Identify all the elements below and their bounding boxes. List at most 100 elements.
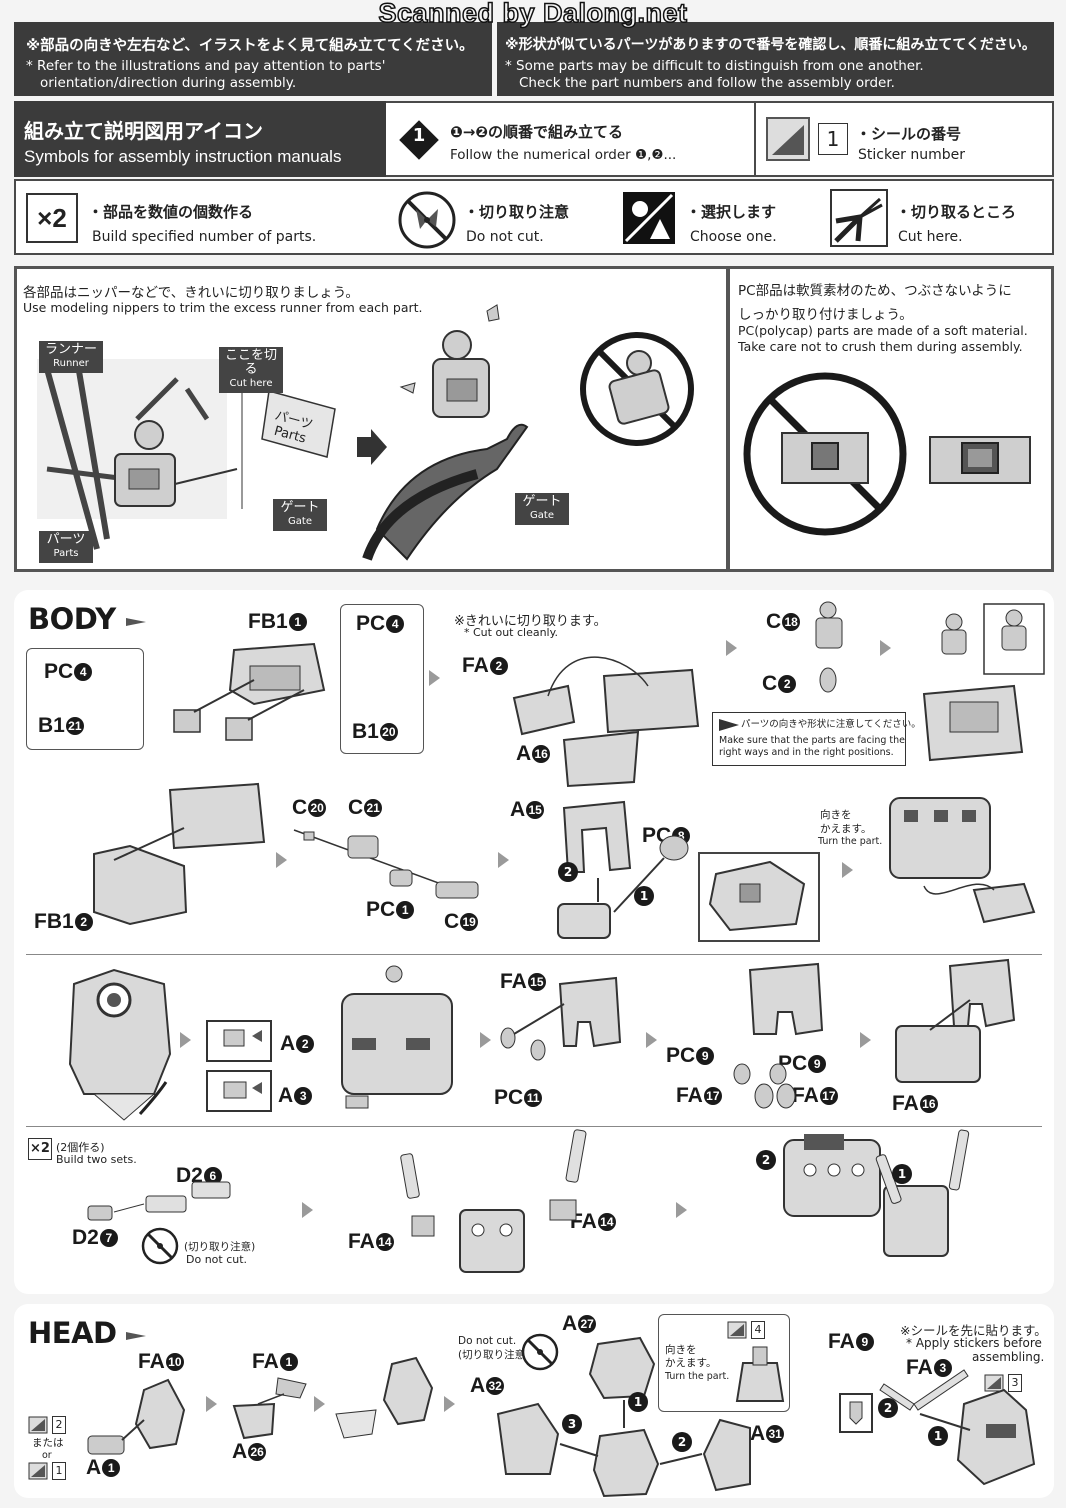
label-a1-num: 1 <box>102 1459 121 1477</box>
label-c18-num: 18 <box>782 613 801 631</box>
label-d2-6-text: D2 <box>176 1164 203 1187</box>
cut-jp: ・切り取るところ <box>896 203 1017 221</box>
label-a3-num: 3 <box>294 1087 313 1105</box>
do-not-cut-icon <box>141 1227 179 1265</box>
label-pc4-b-text: PC <box>356 612 386 635</box>
header-right-en-1: * Some parts may be difficult to disting… <box>505 58 924 74</box>
head-back-drawing <box>735 1346 785 1402</box>
label-pc11-num: 11 <box>524 1089 543 1107</box>
sticker-number-box: 1 <box>818 123 848 155</box>
parts-tag-en: Parts <box>53 548 79 559</box>
head-nocut-jp: (切り取り注意) <box>458 1349 530 1361</box>
head-nocut-en: Do not cut. <box>458 1335 517 1347</box>
cut-here-icon <box>830 189 888 247</box>
label-c20-num: 20 <box>308 799 327 817</box>
sticker-3-glyph <box>984 1374 1004 1392</box>
header-left-en-1: * Refer to the illustrations and pay att… <box>26 58 386 74</box>
label-a27-num: 27 <box>578 1315 597 1333</box>
head-step-2-badge: 2 <box>672 1432 692 1452</box>
antenna-step-1-badge: 1 <box>928 1426 948 1446</box>
symbols-title-en: Symbols for assembly instruction manuals <box>24 147 342 166</box>
title-pointer-icon <box>126 1332 146 1340</box>
label-c2-text: C <box>762 672 778 695</box>
vernier-mount-drawing <box>400 1129 587 1273</box>
label-fa1-text: FA <box>252 1350 279 1373</box>
step-arrow <box>726 640 737 656</box>
choose-one-icon <box>623 192 675 244</box>
label-pc9-b-num: 9 <box>808 1055 827 1073</box>
symbols-row2: ×2 ・部品を数値の個数作る Build specified number of… <box>14 179 1054 255</box>
label-pc1-num: 1 <box>396 901 415 919</box>
label-pc9-a-num: 9 <box>696 1047 715 1065</box>
label-a16-text: A <box>516 742 532 765</box>
build-two-en: Build two sets. <box>56 1153 137 1166</box>
parts-tag-jp: パーツ <box>46 532 86 547</box>
d2-nocut-jp: (切り取り注意) <box>184 1241 256 1253</box>
choose-en: Choose one. <box>690 229 777 245</box>
sticker-2-icon: 2 <box>28 1416 66 1434</box>
choose-part-b <box>206 1070 272 1112</box>
symbol-sticker-box: 1 ・シールの番号 Sticker number <box>756 101 1054 177</box>
label-fa9-text: FA <box>828 1330 855 1353</box>
runner-tag: ランナー Runner <box>39 341 103 373</box>
do-not-cut-icon <box>521 1333 559 1371</box>
body-collar-drawing <box>512 656 700 788</box>
build-two-icon: ×2 <box>28 1138 52 1160</box>
pc-panel: PC部品は軟質素材のため、つぶさないように しっかり取り付けましょう。 PC(p… <box>730 269 1051 569</box>
body-title: BODY <box>28 602 116 636</box>
symbols-title-jp: 組み立て説明図用アイコン <box>24 119 263 143</box>
orientation-warning-box: パーツの向きや形状に注意してください。 Make sure that the p… <box>712 712 921 766</box>
sticker-1-icon: 1 <box>28 1462 66 1480</box>
turn-jp: 向きを <box>820 810 852 821</box>
no-twist-icon <box>580 332 694 446</box>
hip-joint-drawing <box>733 962 824 1109</box>
nipper-en: Use modeling nippers to trim the excess … <box>23 300 423 315</box>
label-b1-21-num: 21 <box>65 717 84 735</box>
head-face-drawing <box>232 1377 307 1440</box>
head-shell-assembly-drawing <box>496 1336 751 1498</box>
label-a26-num: 26 <box>248 1443 267 1461</box>
body-chest-frame-drawing <box>173 642 326 741</box>
sticker-4-glyph <box>727 1321 747 1339</box>
label-fa9-num: 9 <box>855 1333 874 1351</box>
choose-part-a <box>206 1020 272 1062</box>
label-a3-text: A <box>278 1084 294 1107</box>
runner-illustration <box>37 349 336 550</box>
warning-en-2: right ways and in the right positions. <box>719 747 894 758</box>
label-fa16-num: 16 <box>919 1095 938 1113</box>
watermark-title: Scanned by Dalong.net <box>378 0 688 29</box>
gate-tag-jp: ゲート <box>280 500 320 515</box>
label-fa3-num: 3 <box>933 1359 952 1377</box>
backpack-drawing <box>68 968 172 1121</box>
label-fa16-text: FA <box>892 1092 919 1115</box>
step-arrow <box>880 640 891 656</box>
runner-tag-jp: ランナー <box>44 342 97 357</box>
nocut-jp: ・切り取り注意 <box>464 203 570 221</box>
build-count-icon: ×2 <box>26 193 78 243</box>
gate-tag-2: ゲート Gate <box>515 493 569 525</box>
head-step-3-badge: 3 <box>562 1414 582 1434</box>
apply-sticker-en-1: * Apply stickers before <box>906 1336 1042 1350</box>
build-two-jp: (2個作る) <box>56 1141 105 1154</box>
waist-detail-drawing <box>708 860 806 932</box>
gate-tag-2-jp: ゲート <box>522 494 562 509</box>
sticker-1-glyph <box>28 1462 48 1480</box>
sticker-3-icon: 3 <box>984 1374 1024 1392</box>
runner-tag-en: Runner <box>53 358 89 369</box>
turn-en: Turn the part. <box>818 836 883 847</box>
sticker-1-number: 1 <box>52 1462 66 1480</box>
gate-tag-en: Gate <box>288 516 312 527</box>
head-camera-drawing <box>87 1378 186 1455</box>
head-turn-jp-2: かえます。 <box>665 1357 717 1369</box>
sticker-jp: ・シールの番号 <box>856 125 962 143</box>
label-fb1-2-num: 2 <box>74 913 93 931</box>
